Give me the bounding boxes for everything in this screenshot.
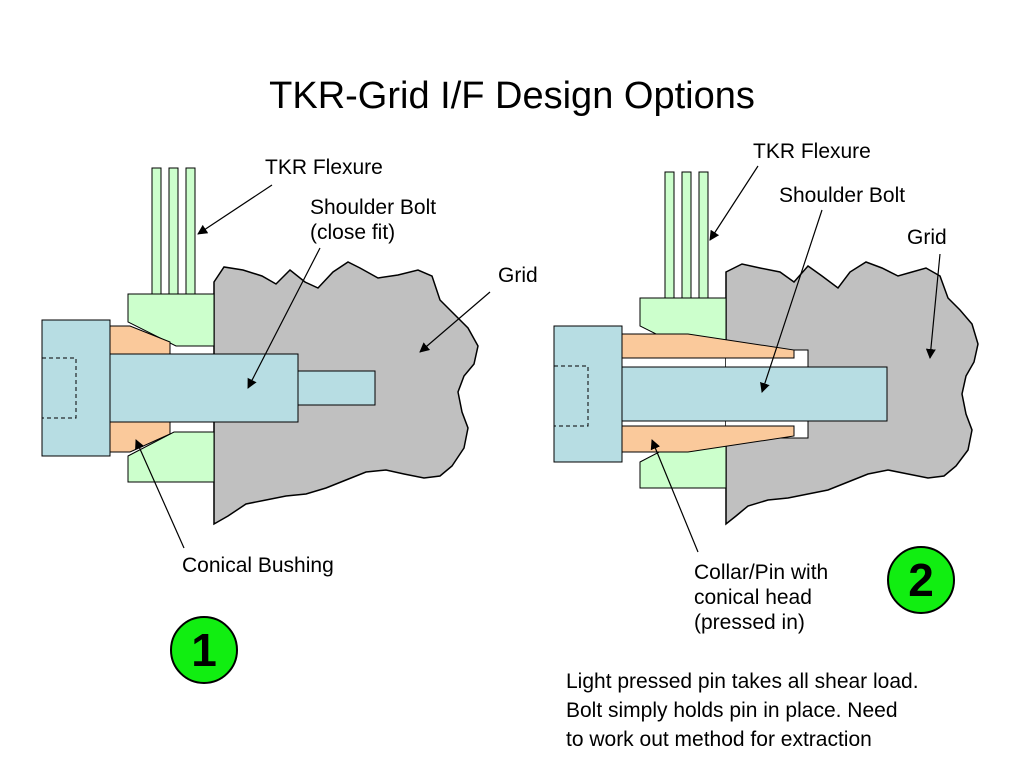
option2-label-tkr-flexure: TKR Flexure — [753, 140, 871, 163]
option2-bolt-socket — [554, 365, 589, 427]
option1-label-grid: Grid — [498, 264, 538, 287]
option2-assembly — [553, 171, 979, 526]
option1-label-conical-bushing: Conical Bushing — [182, 554, 334, 577]
slide-title: TKR-Grid I/F Design Options — [269, 75, 755, 117]
option2-grid-leader — [925, 253, 941, 359]
option1-grid-leader — [419, 291, 491, 353]
option2-collar-leader — [650, 439, 699, 553]
option2-number-badge: 2 — [887, 546, 955, 614]
option1-bolt-thread — [297, 370, 376, 406]
option2-flexure-strip — [698, 171, 709, 301]
option1-flexure-upper — [127, 293, 215, 347]
option2-bolt-shank — [621, 366, 888, 422]
option1-bolt-leader — [247, 247, 321, 389]
option1-bolt-socket — [42, 357, 77, 419]
option1-label-shoulder-bolt: Shoulder Bolt (close fit) — [310, 196, 437, 244]
option1-label-tkr-flexure: TKR Flexure — [265, 156, 383, 179]
option1-number-badge: 1 — [170, 616, 238, 684]
option2-bolt-head — [553, 325, 623, 463]
option2-note: Light pressed pin takes all shear load. … — [566, 670, 919, 751]
option2-flexure-strip — [664, 171, 675, 301]
option2-flexure-leader — [709, 165, 759, 241]
option1-bushing-leader — [135, 439, 185, 549]
option2-label-grid: Grid — [907, 226, 947, 249]
option2-bolt-leader — [760, 209, 823, 393]
option2-flexure-strip — [681, 171, 692, 301]
option1-flexure-leader — [197, 184, 273, 235]
option1-bolt-shank — [109, 353, 299, 423]
option2-label-shoulder-bolt: Shoulder Bolt — [779, 184, 906, 207]
option2-label-collar-pin: Collar/Pin with conical head (pressed in… — [694, 561, 829, 634]
option1-flexure-strip — [185, 167, 196, 297]
option1-flexure-strip — [151, 167, 162, 297]
option1-flexure-strip — [168, 167, 179, 297]
